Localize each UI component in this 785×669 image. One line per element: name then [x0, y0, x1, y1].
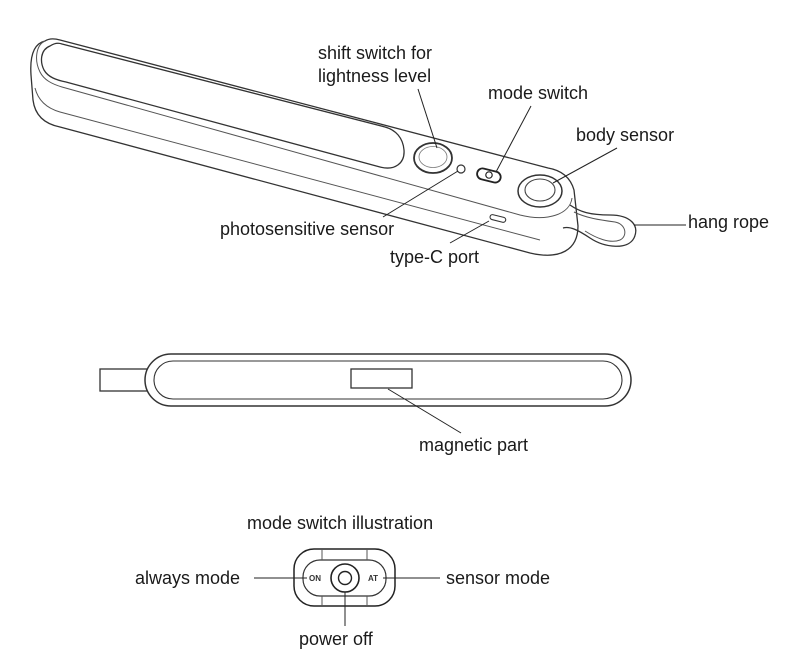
- label-shift-switch-line1: shift switch for: [318, 43, 432, 63]
- brightness-knob-inner: [418, 146, 448, 168]
- label-shift-switch-line2: lightness level: [318, 66, 431, 86]
- light-bar-top-face: [36, 40, 573, 219]
- light-bar-bottom-edge: [34, 87, 541, 241]
- label-hang-rope: hang rope: [688, 212, 769, 232]
- magnetic-part: [350, 368, 413, 389]
- top-view-leaders: [382, 88, 686, 244]
- light-bar-body: [30, 38, 579, 256]
- brightness-knob[interactable]: [413, 142, 453, 174]
- label-always-mode: always mode: [135, 568, 240, 588]
- label-power-off: power off: [299, 629, 374, 649]
- photosensitive-sensor-dot: [456, 164, 466, 174]
- label-mode-switch-illustration: mode switch illustration: [247, 513, 433, 533]
- light-bar-back-view: [99, 353, 632, 434]
- label-type-c-port: type-C port: [390, 247, 479, 267]
- switch-marking-auto: AT: [368, 574, 378, 583]
- label-mode-switch: mode switch: [488, 83, 588, 103]
- light-bar-panel: [40, 42, 405, 169]
- label-sensor-mode: sensor mode: [446, 568, 550, 588]
- back-body-inner: [153, 360, 623, 400]
- mode-switch-nub: [485, 171, 493, 179]
- type-c-port: [489, 214, 507, 223]
- label-body-sensor: body sensor: [576, 125, 674, 145]
- switch-marking-on: ON: [309, 574, 321, 583]
- label-magnetic-part: magnetic part: [419, 435, 528, 455]
- hang-rope-inner: [573, 211, 626, 242]
- switch-knob-outer[interactable]: [330, 563, 360, 593]
- mode-switch-slot[interactable]: [476, 167, 502, 184]
- mode-switch-leaders: [254, 577, 440, 626]
- label-photosensitive-sensor: photosensitive sensor: [220, 219, 394, 239]
- switch-knob-inner: [337, 570, 353, 586]
- hang-rope: [562, 204, 637, 247]
- body-sensor-lens: [524, 178, 556, 202]
- light-bar-top-view: [30, 38, 637, 256]
